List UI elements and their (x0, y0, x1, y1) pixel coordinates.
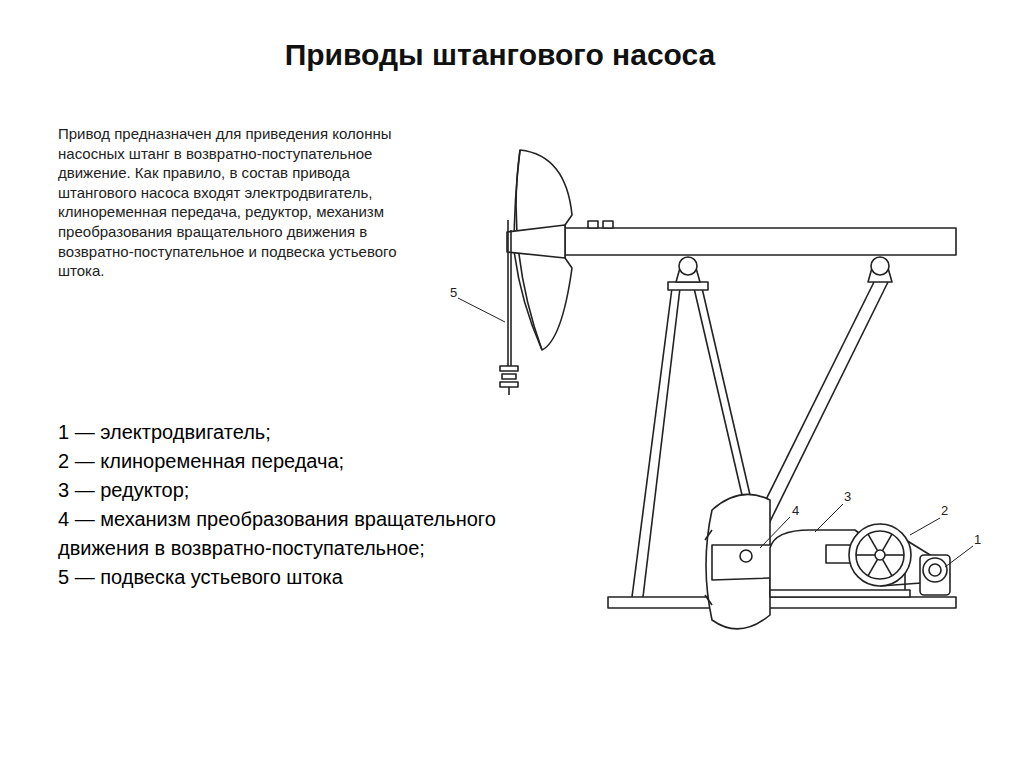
equalizer-bearing (868, 257, 892, 282)
page-title: Приводы штангового насоса (0, 38, 1000, 72)
legend-item: 2 — клиноременная передача; (58, 447, 508, 476)
callout-number: 5 (449, 286, 458, 300)
walking-beam (562, 228, 956, 255)
centre-bearing (676, 257, 700, 282)
legend-item: 1 — электродвигатель; (58, 418, 508, 447)
legend-item: 5 — подвеска устьевого штока (58, 563, 508, 592)
rod-hanger (500, 220, 518, 395)
description-text: Привод предназначен для приведения колон… (58, 124, 408, 281)
callout-number: 1 (973, 533, 982, 547)
callout-number: 4 (791, 504, 800, 518)
callout-number: 3 (843, 490, 852, 504)
callout-number: 2 (940, 504, 949, 518)
leader-lines (458, 298, 973, 567)
horse-head (507, 150, 572, 350)
electric-motor (920, 555, 950, 595)
base-frame (608, 597, 956, 608)
legend-item: 3 — редуктор; (58, 476, 508, 505)
legend-item: 4 — механизм преобразования вращательног… (58, 505, 508, 563)
